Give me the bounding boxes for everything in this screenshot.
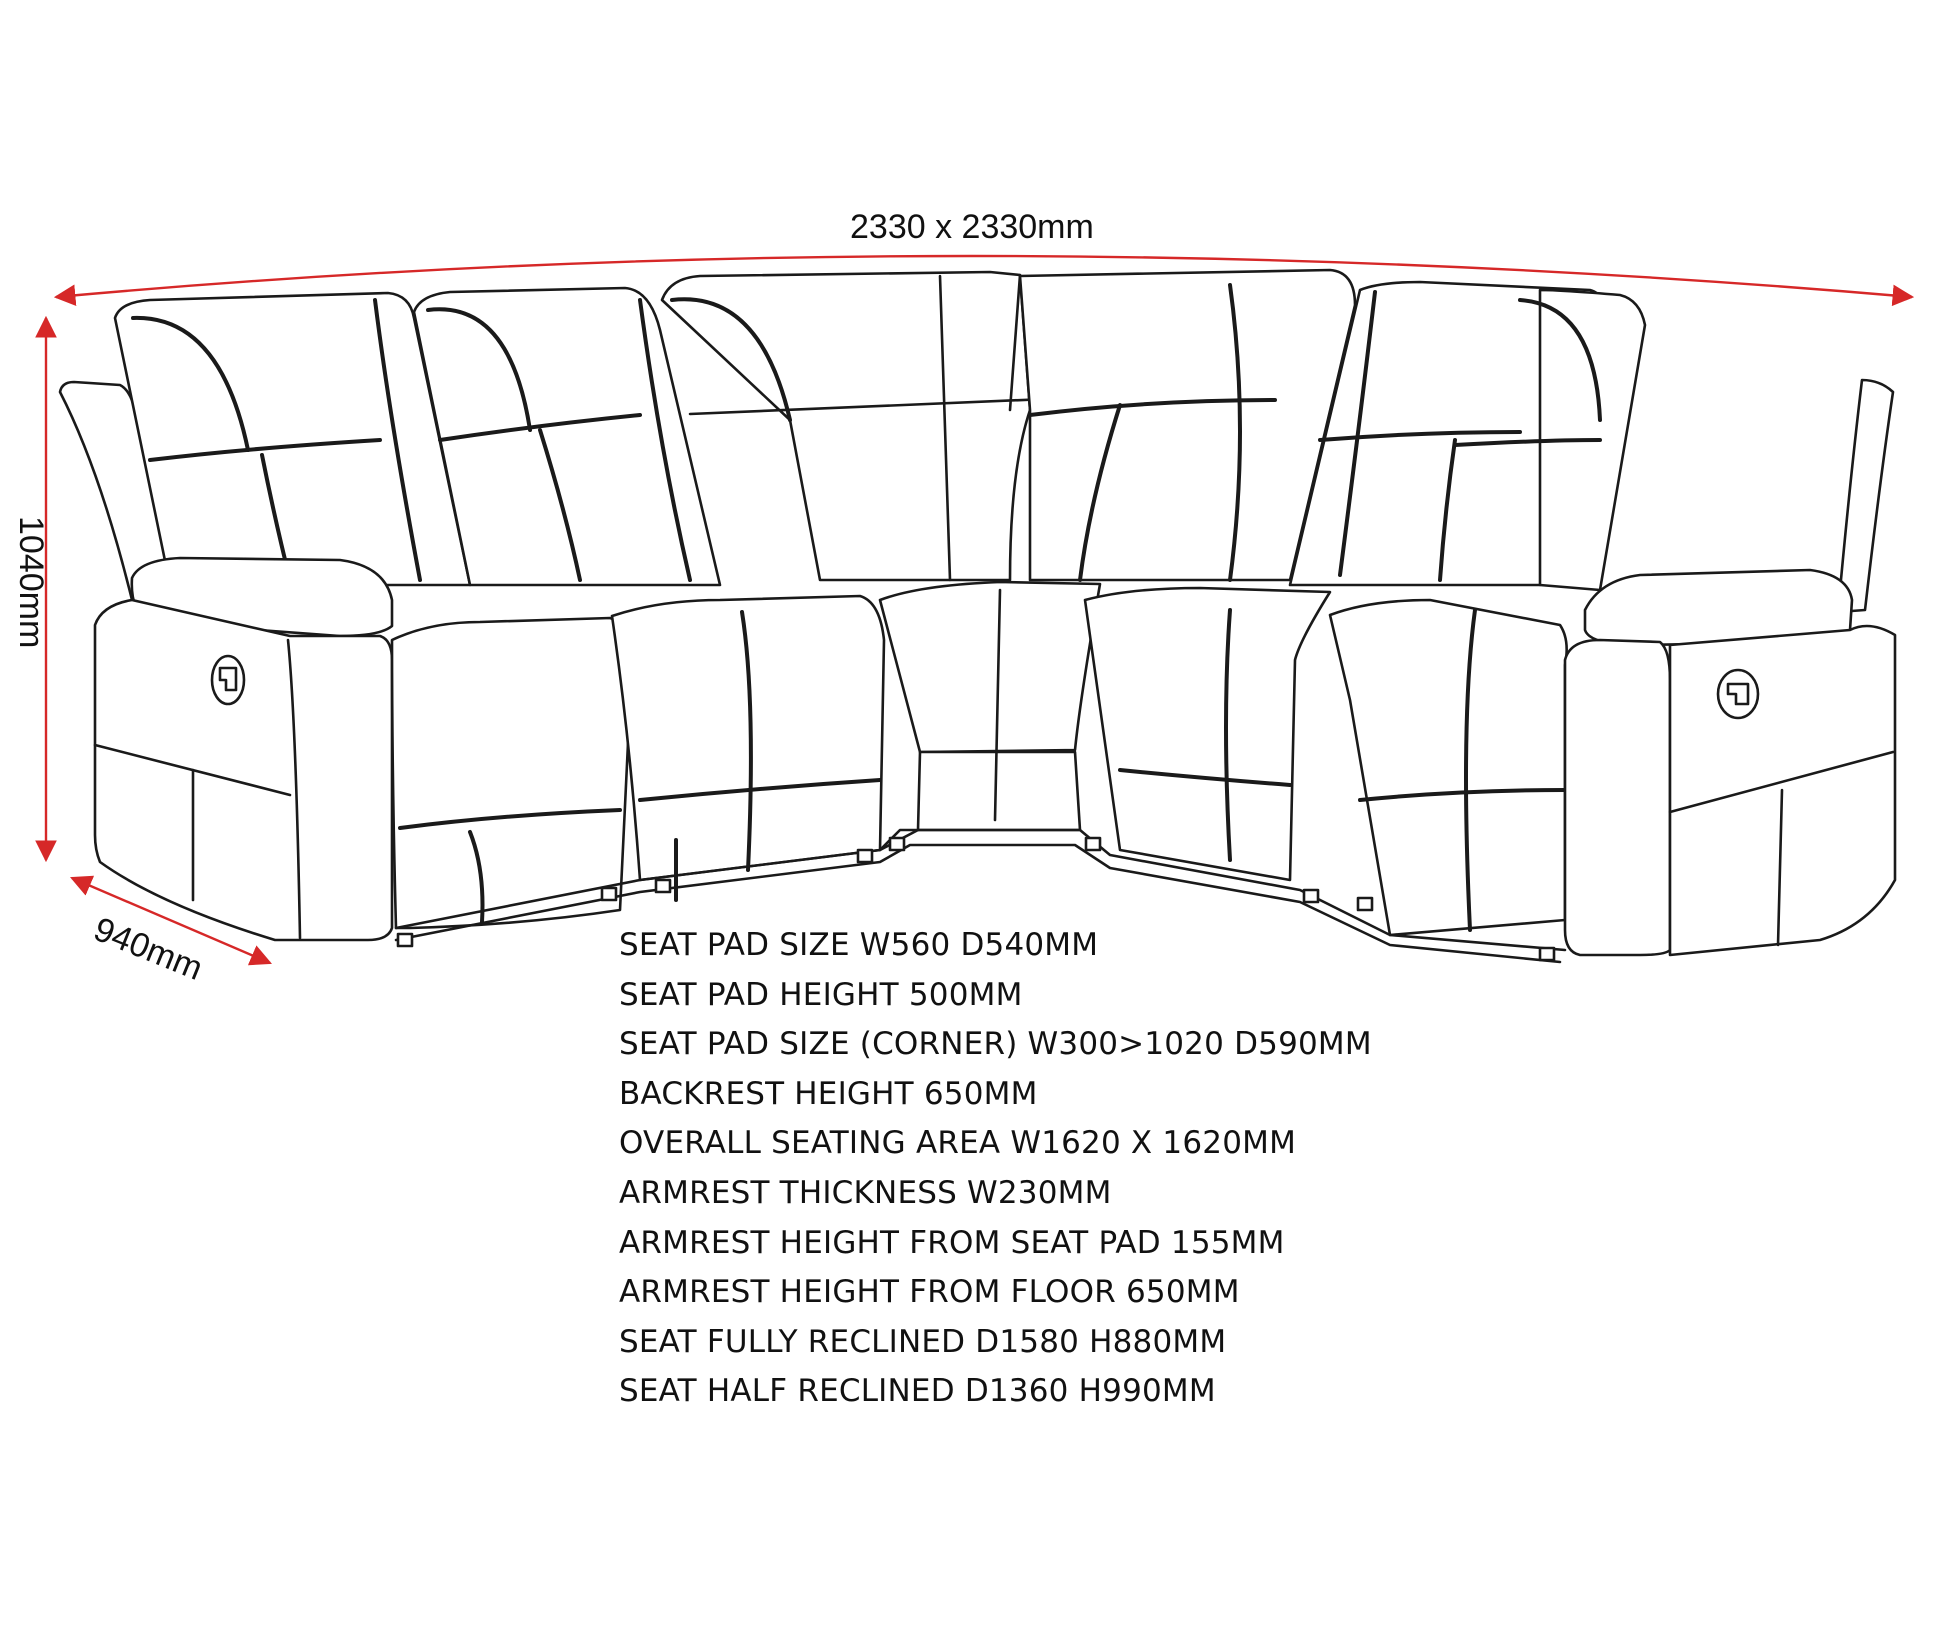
spec-item: ARMREST HEIGHT FROM FLOOR 650MM	[619, 1274, 1240, 1311]
sofa-base	[394, 828, 1567, 964]
spec-item: BACKREST HEIGHT 650MM	[619, 1075, 1038, 1112]
spec-item: SEAT PAD SIZE (CORNER) W300>1020 D590MM	[619, 1026, 1372, 1063]
recline-lever-icon[interactable]	[210, 654, 246, 706]
depth-dimension-arrow	[70, 875, 272, 966]
spec-list: SEAT PAD SIZE W560 D540MM SEAT PAD HEIGH…	[619, 925, 1372, 1421]
left-recliner-seat	[58, 291, 634, 942]
corner-seat	[660, 270, 1102, 852]
spec-item: ARMREST HEIGHT FROM SEAT PAD 155MM	[619, 1224, 1285, 1261]
spec-item: SEAT FULLY RECLINED D1580 H880MM	[619, 1323, 1227, 1360]
spec-item: SEAT PAD HEIGHT 500MM	[619, 976, 1023, 1013]
spec-item: SEAT PAD SIZE W560 D540MM	[619, 927, 1099, 963]
width-dimension-label: 2330 x 2330mm	[850, 208, 1094, 246]
right-middle-seat	[1018, 268, 1357, 882]
spec-item: ARMREST THICKNESS W230MM	[619, 1174, 1112, 1211]
spec-item: OVERALL SEATING AREA W1620 X 1620MM	[619, 1125, 1297, 1162]
recline-lever-icon[interactable]	[1716, 668, 1760, 720]
right-armrest	[1563, 378, 1897, 957]
spec-item: SEAT HALF RECLINED D1360 H990MM	[619, 1373, 1216, 1410]
right-recliner-seat	[1288, 280, 1647, 937]
left-middle-seat	[412, 286, 886, 902]
width-dimension-arrow	[53, 254, 1915, 307]
height-dimension-label: 1040mm	[12, 516, 50, 649]
